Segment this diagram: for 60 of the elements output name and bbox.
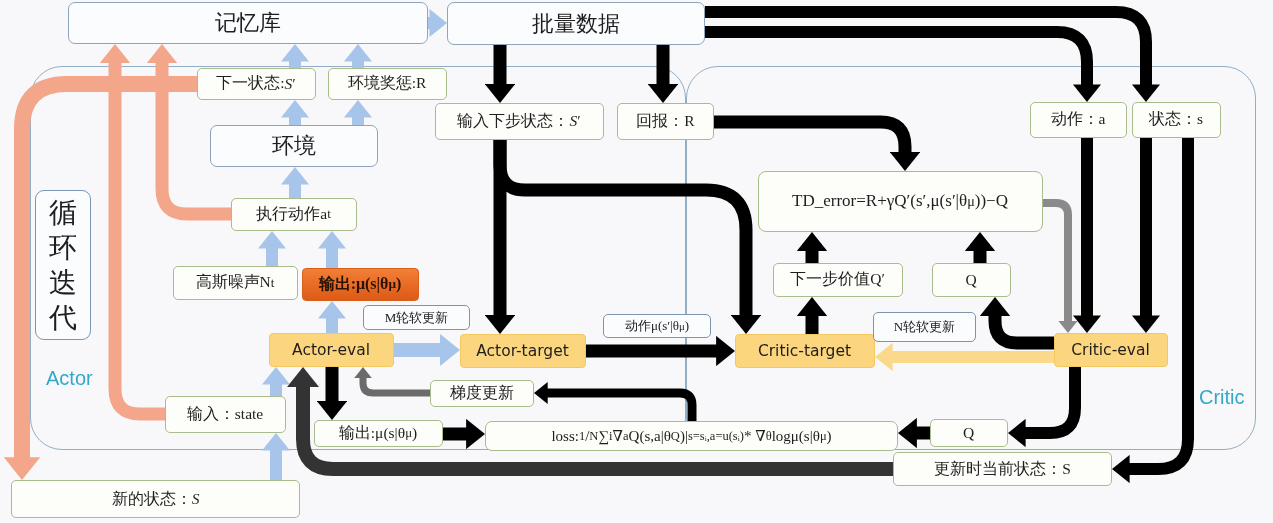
arrow [898,417,930,449]
arrow [146,44,231,221]
arrow [714,115,921,171]
arrow [428,8,447,38]
state-box: 下一状态:S′ [196,67,316,100]
arrow [1008,367,1081,448]
arrow [354,367,430,397]
arrow [394,333,460,367]
value-box: Q [931,262,1011,297]
region-label: Critic [1199,386,1245,409]
edge-label: M轮软更新 [363,305,470,330]
update-box: 梯度更新 [429,379,534,407]
network-box: Actor-target [459,333,586,368]
arrow [979,297,1054,350]
arrow [280,100,310,125]
arrow [280,44,310,68]
arrow [1072,138,1102,333]
arrow [796,297,828,334]
arrow [705,26,1102,102]
arrow [3,76,197,480]
arrow [257,231,287,266]
state-box: 状态：s [1131,101,1221,138]
arrow [796,232,828,263]
arrow [647,45,679,103]
memory-box: 记忆库 [68,2,428,44]
arrow [875,342,1054,372]
value-box: 下一步价值Q′ [772,262,903,297]
arrow [443,418,485,450]
state-box: 新的状态：S [11,480,300,518]
batch-data-box: 批量数据 [447,2,705,45]
arrow [343,100,373,125]
network-box: Critic-eval [1053,332,1168,367]
arrow [964,232,996,263]
value-box: Q [929,418,1008,447]
arrow [343,44,373,68]
arrow [534,382,697,421]
environment-box: 环境 [209,124,378,167]
state-box: 更新时当前状态：S [893,452,1112,486]
state-box: 输入下步状态：S′ [434,102,604,140]
arrow [484,45,516,103]
arrow [280,167,310,198]
network-box: Actor-eval [268,332,394,367]
edge-label: N轮软更新 [873,312,976,342]
reward-box: 回报：R [617,103,714,140]
loop-box: 循环迭代 [34,189,91,340]
arrow [317,301,347,333]
network-box: Critic-target [734,333,875,368]
arrow [493,140,762,334]
input-box: 输入：state [164,395,286,433]
arrow [705,6,1161,102]
arrow [286,367,893,476]
arrow [1131,138,1161,333]
arrow [317,231,347,268]
arrow [1043,199,1078,333]
arrow [261,433,291,480]
region-label: Actor [46,367,93,390]
arrow [1112,138,1194,484]
arrow [261,367,291,396]
action-box: 动作：a [1029,101,1127,138]
reward-box: 环境奖惩:R [327,67,447,100]
